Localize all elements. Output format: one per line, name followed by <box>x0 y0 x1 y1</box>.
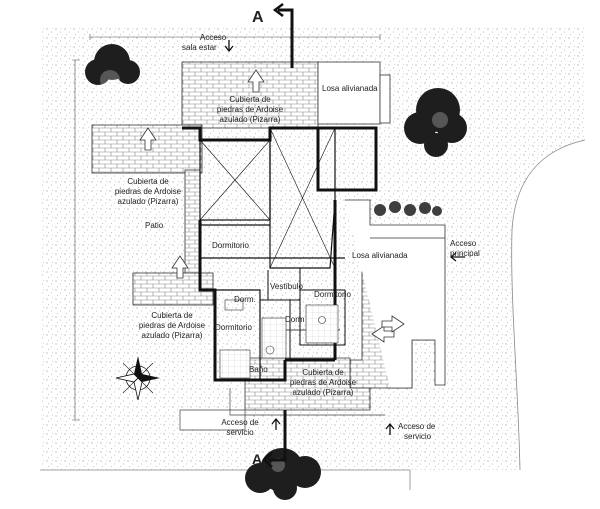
tree-top-right <box>404 88 467 157</box>
label-losa-alivianada-top: Losa alivianada <box>322 84 378 93</box>
label-losa-alivianada-right: Losa alivianada <box>352 251 408 260</box>
service-platform <box>179 388 385 431</box>
label-dorm-2: Dorm <box>285 315 305 324</box>
label-bano: Baño <box>249 365 268 374</box>
access-arrow-icon <box>224 40 465 435</box>
slab-areas <box>317 61 446 389</box>
slope-arrow-icon <box>139 69 405 343</box>
slab-top <box>317 61 381 125</box>
roof-patio-strip <box>184 169 201 281</box>
slab-right <box>345 199 446 389</box>
section-letter-bottom: A <box>252 451 262 467</box>
house-walls <box>182 126 378 382</box>
section-arrow-icon: A A <box>252 3 294 468</box>
chimney-block <box>316 126 378 192</box>
tree-top-left <box>85 44 140 90</box>
section-letter-top: A <box>252 9 264 26</box>
label-dormitorio-3: Dormitorio <box>215 323 252 332</box>
wet-areas <box>219 299 339 379</box>
tree-icon <box>85 44 467 500</box>
label-dormitorio-1: Dormitorio <box>212 241 249 250</box>
shrubs-right <box>374 201 442 216</box>
label-dorm-1: Dorm. <box>234 295 256 304</box>
label-dormitorio-2: Dormitorio <box>314 290 351 299</box>
label-patio: Patio <box>145 221 164 230</box>
north-compass-icon <box>115 356 160 401</box>
roof-top <box>181 61 319 129</box>
dimension-lines <box>72 34 381 421</box>
label-vestibulo: Vestíbulo <box>270 282 303 291</box>
